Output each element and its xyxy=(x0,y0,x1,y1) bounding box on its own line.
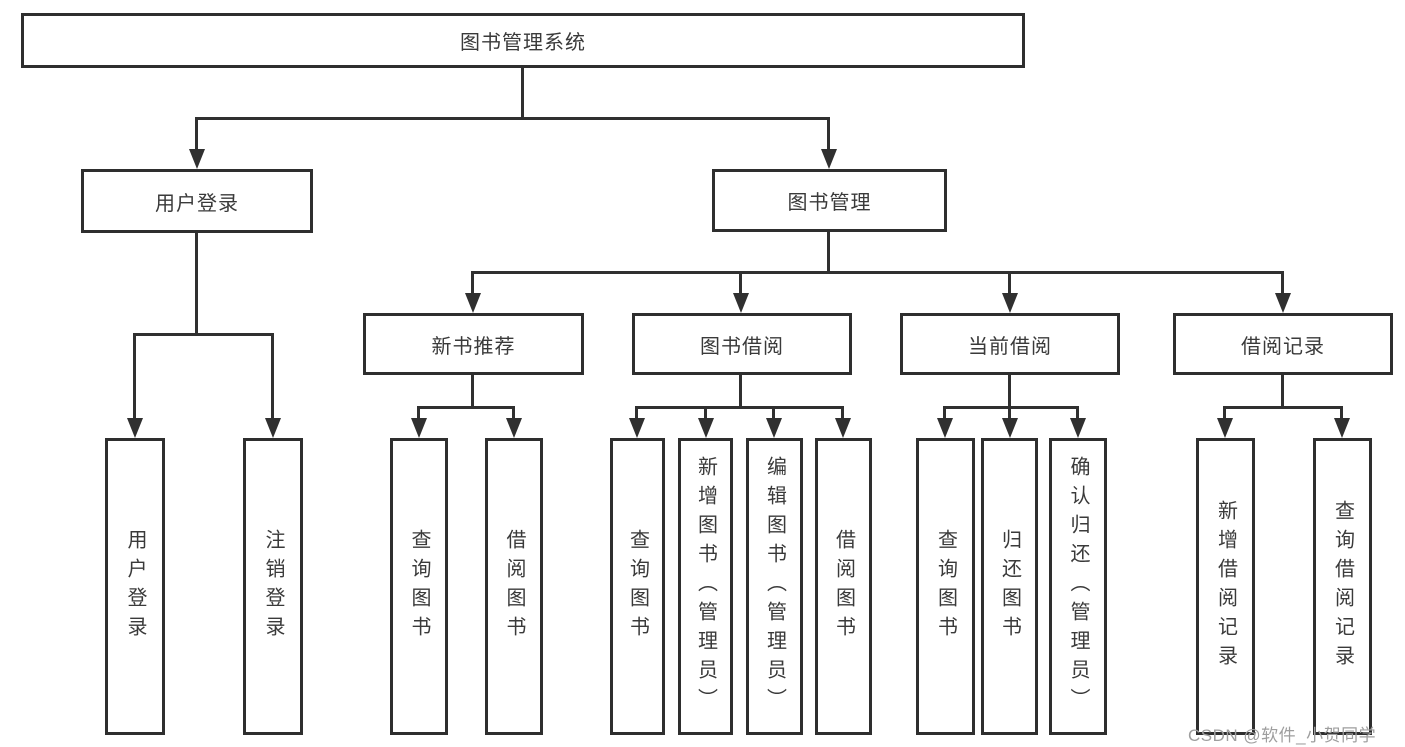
leaf-label: 用户登录 xyxy=(124,528,146,645)
leaf-label: 归还图书 xyxy=(998,528,1021,645)
leaf-logout: 注销登录 xyxy=(243,438,303,735)
arrow-to-user-login xyxy=(195,117,198,149)
connector-borrow-records-stem xyxy=(1281,375,1284,407)
arrow-leaf xyxy=(1076,406,1079,418)
connector-user-login-rail xyxy=(133,333,274,336)
node-book-borrow: 图书借阅 xyxy=(632,313,852,375)
leaf-label: 新增图书（管理员） xyxy=(694,456,717,717)
leaf-add-borrow-record: 新增借阅记录 xyxy=(1196,438,1255,735)
connector-level3-rail xyxy=(471,271,1284,274)
leaf-add-books-admin: 新增图书（管理员） xyxy=(678,438,733,735)
arrow-leaf xyxy=(417,406,420,418)
connector-book-borrow-stem xyxy=(739,375,742,407)
leaf-query-borrow-record: 查询借阅记录 xyxy=(1313,438,1372,735)
arrow-leaf xyxy=(1340,406,1343,418)
leaf-label: 借阅图书 xyxy=(832,528,855,645)
leaf-user-login: 用户登录 xyxy=(105,438,165,735)
leaf-label: 借阅图书 xyxy=(503,528,525,645)
node-book-mgmt: 图书管理 xyxy=(712,169,947,232)
connector-level2-rail xyxy=(195,117,830,120)
leaf-query-books-current: 查询图书 xyxy=(916,438,975,735)
arrow-leaf xyxy=(704,406,707,418)
connector-new-book-rec-rail xyxy=(417,406,515,409)
leaf-label: 注销登录 xyxy=(262,528,284,645)
leaf-edit-books-admin: 编辑图书（管理员） xyxy=(746,438,803,735)
arrow-to-leaf-logout xyxy=(271,333,274,418)
node-borrow-records: 借阅记录 xyxy=(1173,313,1393,375)
leaf-query-books-rec: 查询图书 xyxy=(390,438,448,735)
leaf-label: 编辑图书（管理员） xyxy=(763,456,786,717)
arrow-leaf xyxy=(772,406,775,418)
arrow-to-borrow-records xyxy=(1281,271,1284,293)
connector-book-borrow-rail xyxy=(635,406,844,409)
leaf-query-books-borrow: 查询图书 xyxy=(610,438,665,735)
node-new-book-rec: 新书推荐 xyxy=(363,313,584,375)
node-root: 图书管理系统 xyxy=(21,13,1025,68)
arrow-leaf xyxy=(512,406,515,418)
leaf-label: 查询借阅记录 xyxy=(1331,499,1354,674)
node-user-login-label: 用户登录 xyxy=(155,192,239,215)
arrow-to-leaf-login xyxy=(133,333,136,418)
arrow-leaf xyxy=(1008,406,1011,418)
leaf-confirm-return-admin: 确认归还（管理员） xyxy=(1049,438,1107,735)
connector-borrow-records-rail xyxy=(1223,406,1343,409)
arrow-leaf xyxy=(635,406,638,418)
leaf-label: 查询图书 xyxy=(626,528,649,645)
node-root-label: 图书管理系统 xyxy=(460,32,586,54)
leaf-borrow-books-rec: 借阅图书 xyxy=(485,438,543,735)
connector-user-login-stem xyxy=(195,233,198,336)
connector-current-borrow-stem xyxy=(1008,375,1011,407)
leaf-label: 查询图书 xyxy=(408,528,430,645)
arrow-to-current-borrow xyxy=(1008,271,1011,293)
leaf-return-books: 归还图书 xyxy=(981,438,1038,735)
node-user-login: 用户登录 xyxy=(81,169,313,233)
connector-current-borrow-rail xyxy=(943,406,1079,409)
node-book-mgmt-label: 图书管理 xyxy=(787,192,872,214)
node-new-book-rec-label: 新书推荐 xyxy=(431,335,516,358)
leaf-label: 查询图书 xyxy=(934,528,957,645)
node-current-borrow: 当前借阅 xyxy=(900,313,1120,375)
leaf-borrow-books: 借阅图书 xyxy=(815,438,872,735)
csdn-watermark: CSDN @软件_小贺同学 xyxy=(1188,726,1377,745)
arrow-leaf xyxy=(841,406,844,418)
arrow-to-book-borrow xyxy=(739,271,742,293)
connector-book-mgmt-stem xyxy=(827,232,830,272)
leaf-label: 确认归还（管理员） xyxy=(1067,456,1089,717)
arrow-to-new-book-rec xyxy=(471,271,474,293)
node-current-borrow-label: 当前借阅 xyxy=(968,335,1052,358)
leaf-label: 新增借阅记录 xyxy=(1214,499,1237,674)
node-book-borrow-label: 图书借阅 xyxy=(700,335,784,358)
connector-root-stem xyxy=(521,68,524,118)
arrow-leaf xyxy=(1223,406,1226,418)
arrow-leaf xyxy=(943,406,946,418)
arrow-to-book-mgmt xyxy=(827,117,830,149)
connector-new-book-rec-stem xyxy=(471,375,474,407)
node-borrow-records-label: 借阅记录 xyxy=(1241,335,1325,358)
